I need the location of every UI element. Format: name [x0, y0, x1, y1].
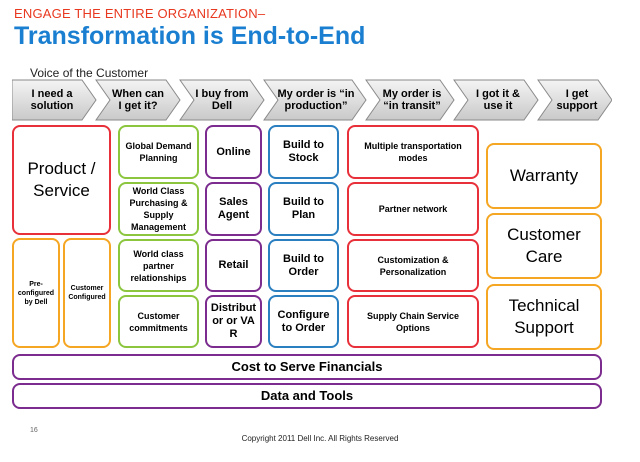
- technical-support-box: Technical Support: [486, 284, 602, 350]
- customer-configured-box: Customer Configured: [63, 238, 111, 348]
- product-service-box: Product / Service: [12, 125, 111, 235]
- channel-distributor-box: Distributor or VAR: [205, 295, 262, 348]
- configure-to-order-box: Configure to Order: [268, 295, 339, 348]
- cost-to-serve-bar: Cost to Serve Financials: [12, 354, 602, 380]
- preconfigured-box: Pre-configured by Dell: [12, 238, 60, 348]
- channel-sales-agent-box: Sales Agent: [205, 182, 262, 236]
- chevron-label-get-support: I get support: [556, 88, 598, 112]
- partner-relationships-box: World class partner relationships: [118, 239, 199, 292]
- chevron-2: [95, 79, 181, 121]
- build-to-order-box: Build to Order: [268, 239, 339, 292]
- purchasing-supply-box: World Class Purchasing & Supply Manageme…: [118, 182, 199, 236]
- transportation-modes-box: Multiple transportation modes: [347, 125, 479, 179]
- channel-online-box: Online: [205, 125, 262, 179]
- chevron-1: [12, 79, 97, 121]
- section-label: Voice of the Customer: [30, 66, 149, 80]
- customer-commitments-box: Customer commitments: [118, 295, 199, 348]
- global-demand-planning-box: Global Demand Planning: [118, 125, 199, 179]
- chevron-5: [365, 79, 455, 121]
- chevron-label-got-it-use-it: I got it & use it: [476, 88, 520, 112]
- chevron-4: [263, 79, 367, 121]
- chevron-3: [179, 79, 265, 121]
- chevron-7: [537, 79, 612, 121]
- page-title: Transformation is End-to-End: [14, 22, 366, 50]
- customization-box: Customization & Personalization: [347, 239, 479, 292]
- data-and-tools-bar: Data and Tools: [12, 383, 602, 409]
- supply-chain-options-box: Supply Chain Service Options: [347, 295, 479, 348]
- chevron-6: [453, 79, 539, 121]
- chevron-label-need-solution: I need a solution: [30, 88, 74, 112]
- copyright-text: Copyright 2011 Dell Inc. All Rights Rese…: [241, 434, 399, 443]
- chevron-shapes: [12, 79, 612, 121]
- warranty-box: Warranty: [486, 143, 602, 209]
- customer-care-box: Customer Care: [486, 213, 602, 279]
- page-subtitle: ENGAGE THE ENTIRE ORGANIZATION–: [14, 6, 266, 21]
- chevron-label-when-get-it: When can I get it?: [112, 88, 164, 112]
- customer-journey-chevrons: I need a solution When can I get it? I b…: [12, 78, 612, 122]
- chevron-label-buy-from-dell: I buy from Dell: [195, 88, 249, 112]
- partner-network-box: Partner network: [347, 182, 479, 236]
- chevron-label-in-production: My order is “in production”: [277, 88, 355, 112]
- channel-retail-box: Retail: [205, 239, 262, 292]
- page-number: 16: [30, 427, 38, 434]
- chevron-label-in-transit: My order is “in transit”: [382, 88, 442, 112]
- build-to-stock-box: Build to Stock: [268, 125, 339, 179]
- build-to-plan-box: Build to Plan: [268, 182, 339, 236]
